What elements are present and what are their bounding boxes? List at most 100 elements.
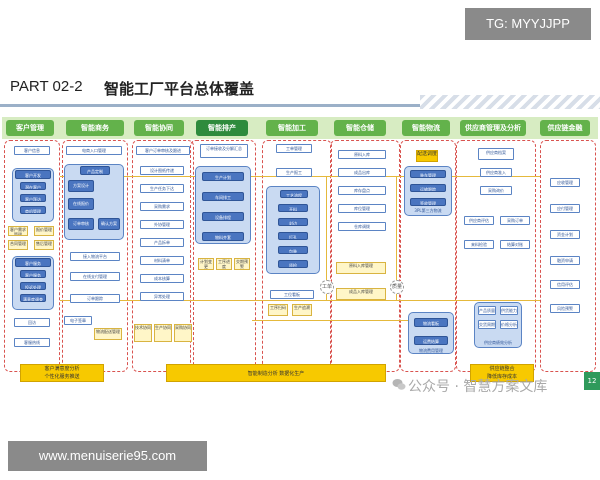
title-stripe-decoration xyxy=(420,95,600,109)
collab-note: 采购协同 xyxy=(174,324,192,342)
bottom-bar-customer: 客户满意度分析 个性化服务推送 xyxy=(20,364,104,382)
process-item: 质检 xyxy=(278,260,308,268)
customer-note: 客户需求管理 xyxy=(8,226,28,236)
commerce-list-box: 接入物流平台 xyxy=(70,252,120,261)
logistics-bottom-item: 物流看板 xyxy=(414,318,448,327)
connector-line xyxy=(252,320,452,321)
collab-note: 生产协同 xyxy=(154,324,172,342)
circle-marker: 质量 xyxy=(390,280,404,294)
header-supplier: 供应商管理及分析 xyxy=(460,120,526,136)
commerce-list-box: 在线支付管理 xyxy=(70,272,120,281)
customer-bottom-box: 客服热线 xyxy=(14,338,50,347)
process-item: 包装 xyxy=(278,246,308,254)
warehouse-item: 原料入库 xyxy=(338,150,386,159)
commerce-custom-item: 在线报价 xyxy=(68,198,94,210)
commerce-custom-title: 产品定制 xyxy=(80,166,110,175)
column-logistics xyxy=(400,140,456,372)
customer-dev-item: 商机管理 xyxy=(20,206,46,214)
finance-item: 风险预警 xyxy=(550,304,580,313)
collab-list-box: 外协管理 xyxy=(140,220,184,229)
supplier-list-box: 采购询价 xyxy=(480,186,512,195)
schedule-item: 车间排工 xyxy=(202,192,244,201)
warehouse-note: 成品入库管理 xyxy=(336,288,386,300)
connector-line xyxy=(396,176,397,300)
wechat-icon xyxy=(392,379,406,390)
header-schedule: 智能排产 xyxy=(196,120,248,136)
customer-note: 报价管理 xyxy=(34,226,54,236)
customer-note: 售后管理 xyxy=(34,240,54,250)
wechat-watermark-text: 公众号 · 智慧方案文库 xyxy=(408,379,548,395)
customer-info-box: 客户信息 xyxy=(14,146,50,155)
bottom-bar-manufacturing: 智能制造分析 数据化生产 xyxy=(166,364,386,382)
schedule-note: 工序进度 xyxy=(216,258,232,270)
commerce-custom-item: 方案设计 xyxy=(68,180,94,192)
header-collab: 智能协同 xyxy=(134,120,184,136)
process-group-title: 工艺流程 xyxy=(280,190,308,198)
page-number-badge: 12 xyxy=(584,372,600,390)
schedule-item: 设备排程 xyxy=(202,212,244,221)
warehouse-note: 原料入库管理 xyxy=(336,262,386,274)
finance-item: 应付管理 xyxy=(550,204,580,213)
header-warehouse: 智能仓储 xyxy=(334,120,386,136)
commerce-custom-item: 确认方案 xyxy=(98,218,120,230)
commerce-custom-item: 订单审核 xyxy=(68,218,94,230)
customer-service-title: 客户服务 xyxy=(15,258,51,267)
circle-marker: 工单 xyxy=(320,280,334,294)
page-title: 智能工厂平台总体覆盖 xyxy=(104,80,255,98)
collab-list-box: 产品拆单 xyxy=(140,238,184,247)
title-divider xyxy=(0,104,430,107)
collab-list-box: 材料清单 xyxy=(140,256,184,265)
connector-line xyxy=(326,176,327,300)
schedule-note: 计划变更 xyxy=(198,258,214,270)
process-note: 工序扫码 xyxy=(268,304,288,316)
finance-item: 信用评估 xyxy=(550,280,580,289)
supplier-group-label: 供应商绩效分析 xyxy=(484,340,512,345)
header-commerce: 智能商务 xyxy=(66,120,124,136)
supplier-group-item: 供货能力 xyxy=(500,306,518,315)
process-note: 生产追溯 xyxy=(292,304,312,316)
process-item: 打孔 xyxy=(278,232,308,240)
warehouse-item: 仓库调拨 xyxy=(338,222,386,231)
logistics-group-label: 3PL第三方物流 xyxy=(414,208,442,213)
supplier-group-item: 价格分析 xyxy=(500,320,518,329)
customer-dev-title: 客户开发 xyxy=(15,170,51,179)
process-item: 封边 xyxy=(278,218,308,226)
customer-service-item: 客户服务 xyxy=(20,270,46,278)
collab-list-box: 设计图纸传递 xyxy=(140,166,184,175)
column-finance xyxy=(540,140,596,372)
customer-bottom-box: 回访 xyxy=(14,318,50,327)
commerce-top-box: 电商入口管理 xyxy=(66,146,122,155)
customer-dev-item: 潜在客户 xyxy=(20,182,46,190)
logistics-item: 装车管理 xyxy=(410,170,446,178)
collab-note: 技术协同 xyxy=(134,324,152,342)
column-collab xyxy=(132,140,194,372)
customer-note: 合同管理 xyxy=(8,240,28,250)
header-finance: 供应链金融 xyxy=(540,120,590,136)
schedule-item: 物料齐套 xyxy=(202,232,244,241)
schedule-item: 生产计划 xyxy=(202,172,244,181)
customer-service-item: 投诉处理 xyxy=(20,282,46,290)
supplier-group-item: 交货周期 xyxy=(478,320,496,329)
part-label: PART 02-2 xyxy=(10,78,83,95)
url-watermark-label: www.menuiserie95.com xyxy=(8,441,207,471)
schedule-top-box: 订单接收及分解汇总 xyxy=(200,144,248,158)
top-watermark-label: TG: MYYJJPP xyxy=(465,8,591,40)
supplier-top-box: 供应商档案 xyxy=(478,148,514,160)
supplier-list-box: 供应商准入 xyxy=(480,168,512,177)
collab-list-box: 成本核算 xyxy=(140,274,184,283)
schedule-note: 交期预警 xyxy=(234,258,250,270)
commerce-bottom-note: 物流配送管理 xyxy=(94,328,122,340)
supplier-list-box: 采购订单 xyxy=(500,216,530,225)
logistics-top-box: 配送调度 xyxy=(416,150,438,162)
collab-list-box: 采购需求 xyxy=(140,202,184,211)
finance-item: 资金计划 xyxy=(550,230,580,239)
logistics-item: 运输跟踪 xyxy=(410,184,446,192)
collab-top-box: 客户订单审核及跟进 xyxy=(136,146,190,155)
process-group xyxy=(266,186,320,274)
collab-list-box: 生产任务下达 xyxy=(140,184,184,193)
header-customer: 客户管理 xyxy=(6,120,54,136)
warehouse-item: 库存盘点 xyxy=(338,186,386,195)
header-logistics: 智能物流 xyxy=(402,120,450,136)
process-item: 开料 xyxy=(278,204,308,212)
header-process: 智能加工 xyxy=(266,120,318,136)
